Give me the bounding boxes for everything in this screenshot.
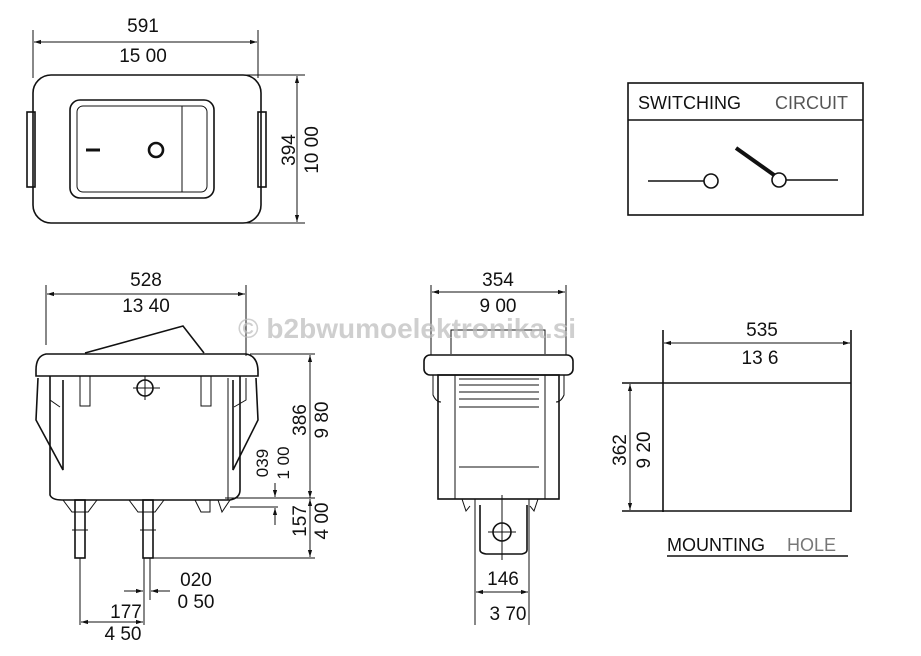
top-height-mm: 10 00 [302, 126, 323, 174]
terminal-thickness-in: 020 [180, 570, 212, 591]
mounting-label-bold: MOUNTING [667, 535, 765, 555]
switching-circuit-box [627, 82, 864, 216]
switch-lever-icon [734, 146, 776, 177]
watermark: © b2bwumoelektronika.si [238, 313, 576, 344]
mounting-label-light: HOLE [787, 535, 836, 555]
circuit-title-light: CIRCUIT [775, 93, 848, 113]
terminal-pitch-mm: 4 50 [105, 624, 142, 645]
circuit-title-bold: SWITCHING [638, 93, 741, 113]
terminal-thickness-mm: 0 50 [178, 592, 215, 613]
step-in: 039 [253, 449, 272, 477]
top-view [26, 30, 305, 224]
mounting-hole [622, 330, 852, 557]
top-height-in: 394 [279, 134, 300, 166]
terminal-width-mm: 3 70 [490, 604, 527, 625]
terminal-length-in: 157 [290, 505, 311, 537]
end-width-in: 354 [482, 270, 514, 291]
terminal-length-mm: 4 00 [312, 503, 333, 540]
hole-height-mm: 9 20 [634, 432, 655, 469]
hole-height-in: 362 [610, 434, 631, 466]
on-symbol-icon [147, 141, 165, 159]
top-width-mm: 15 00 [119, 46, 167, 67]
end-width-mm: 9 00 [480, 296, 517, 317]
hole-width-mm: 13 6 [742, 348, 779, 369]
step-mm: 1 00 [274, 446, 293, 479]
hole-width-in: 535 [746, 320, 778, 341]
side-view [35, 285, 315, 625]
terminal-pitch-in: 177 [110, 602, 142, 623]
terminal-width-in: 146 [487, 569, 519, 590]
terminal-right [142, 499, 154, 559]
side-width-mm: 13 40 [122, 296, 170, 317]
side-height-in: 386 [290, 404, 311, 436]
side-width-in: 528 [130, 270, 162, 291]
terminal-left [74, 499, 86, 559]
side-height-mm: 9 80 [312, 402, 333, 439]
top-width-in: 591 [127, 16, 159, 37]
end-view [423, 285, 574, 625]
